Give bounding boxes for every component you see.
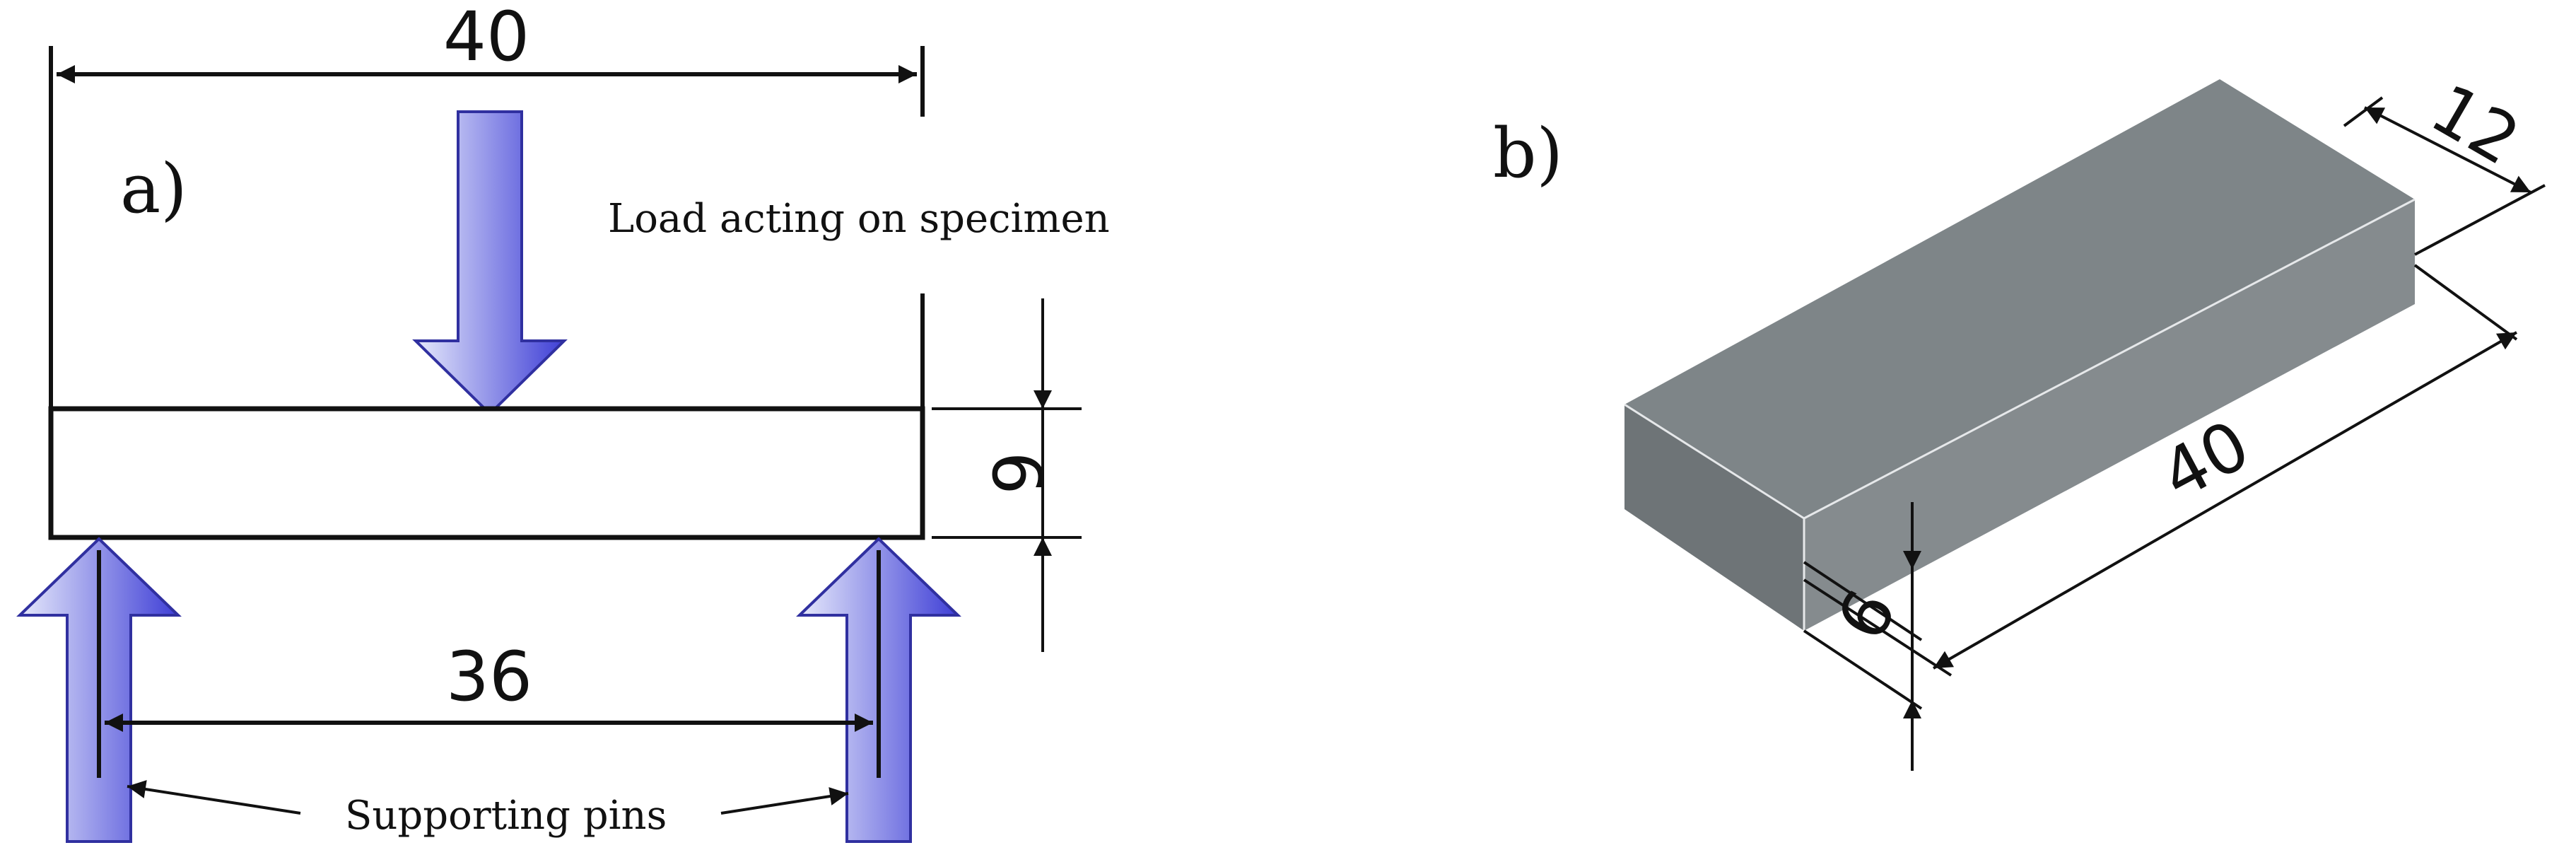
span-dimension-value: 36 [446, 637, 532, 716]
panel-b: b) 12 40 6 [1493, 69, 2546, 771]
specimen-3d-box [1624, 79, 2416, 631]
panel-a-label: a) [120, 149, 187, 228]
box-front-face [1624, 404, 1804, 631]
panel-a: a) 40 Load acting on specimen 6 [16, 0, 1110, 843]
length-dimension-a: 40 [49, 0, 925, 409]
thickness-dimension-value-a: 6 [977, 451, 1056, 494]
support-label: Supporting pins [345, 793, 667, 839]
leader-right [720, 787, 849, 815]
thickness-dimension-a: 6 [932, 298, 1082, 652]
length-dimension-value: 40 [443, 0, 529, 76]
load-arrow [412, 110, 568, 416]
panel-b-label: b) [1493, 114, 1563, 193]
width-dimension-value: 12 [2418, 69, 2533, 180]
load-label: Load acting on specimen [608, 196, 1110, 242]
leader-left [127, 780, 301, 815]
span-dimension: 36 [97, 550, 881, 778]
box-top-face [1624, 79, 2415, 518]
specimen-side-view [48, 406, 925, 540]
